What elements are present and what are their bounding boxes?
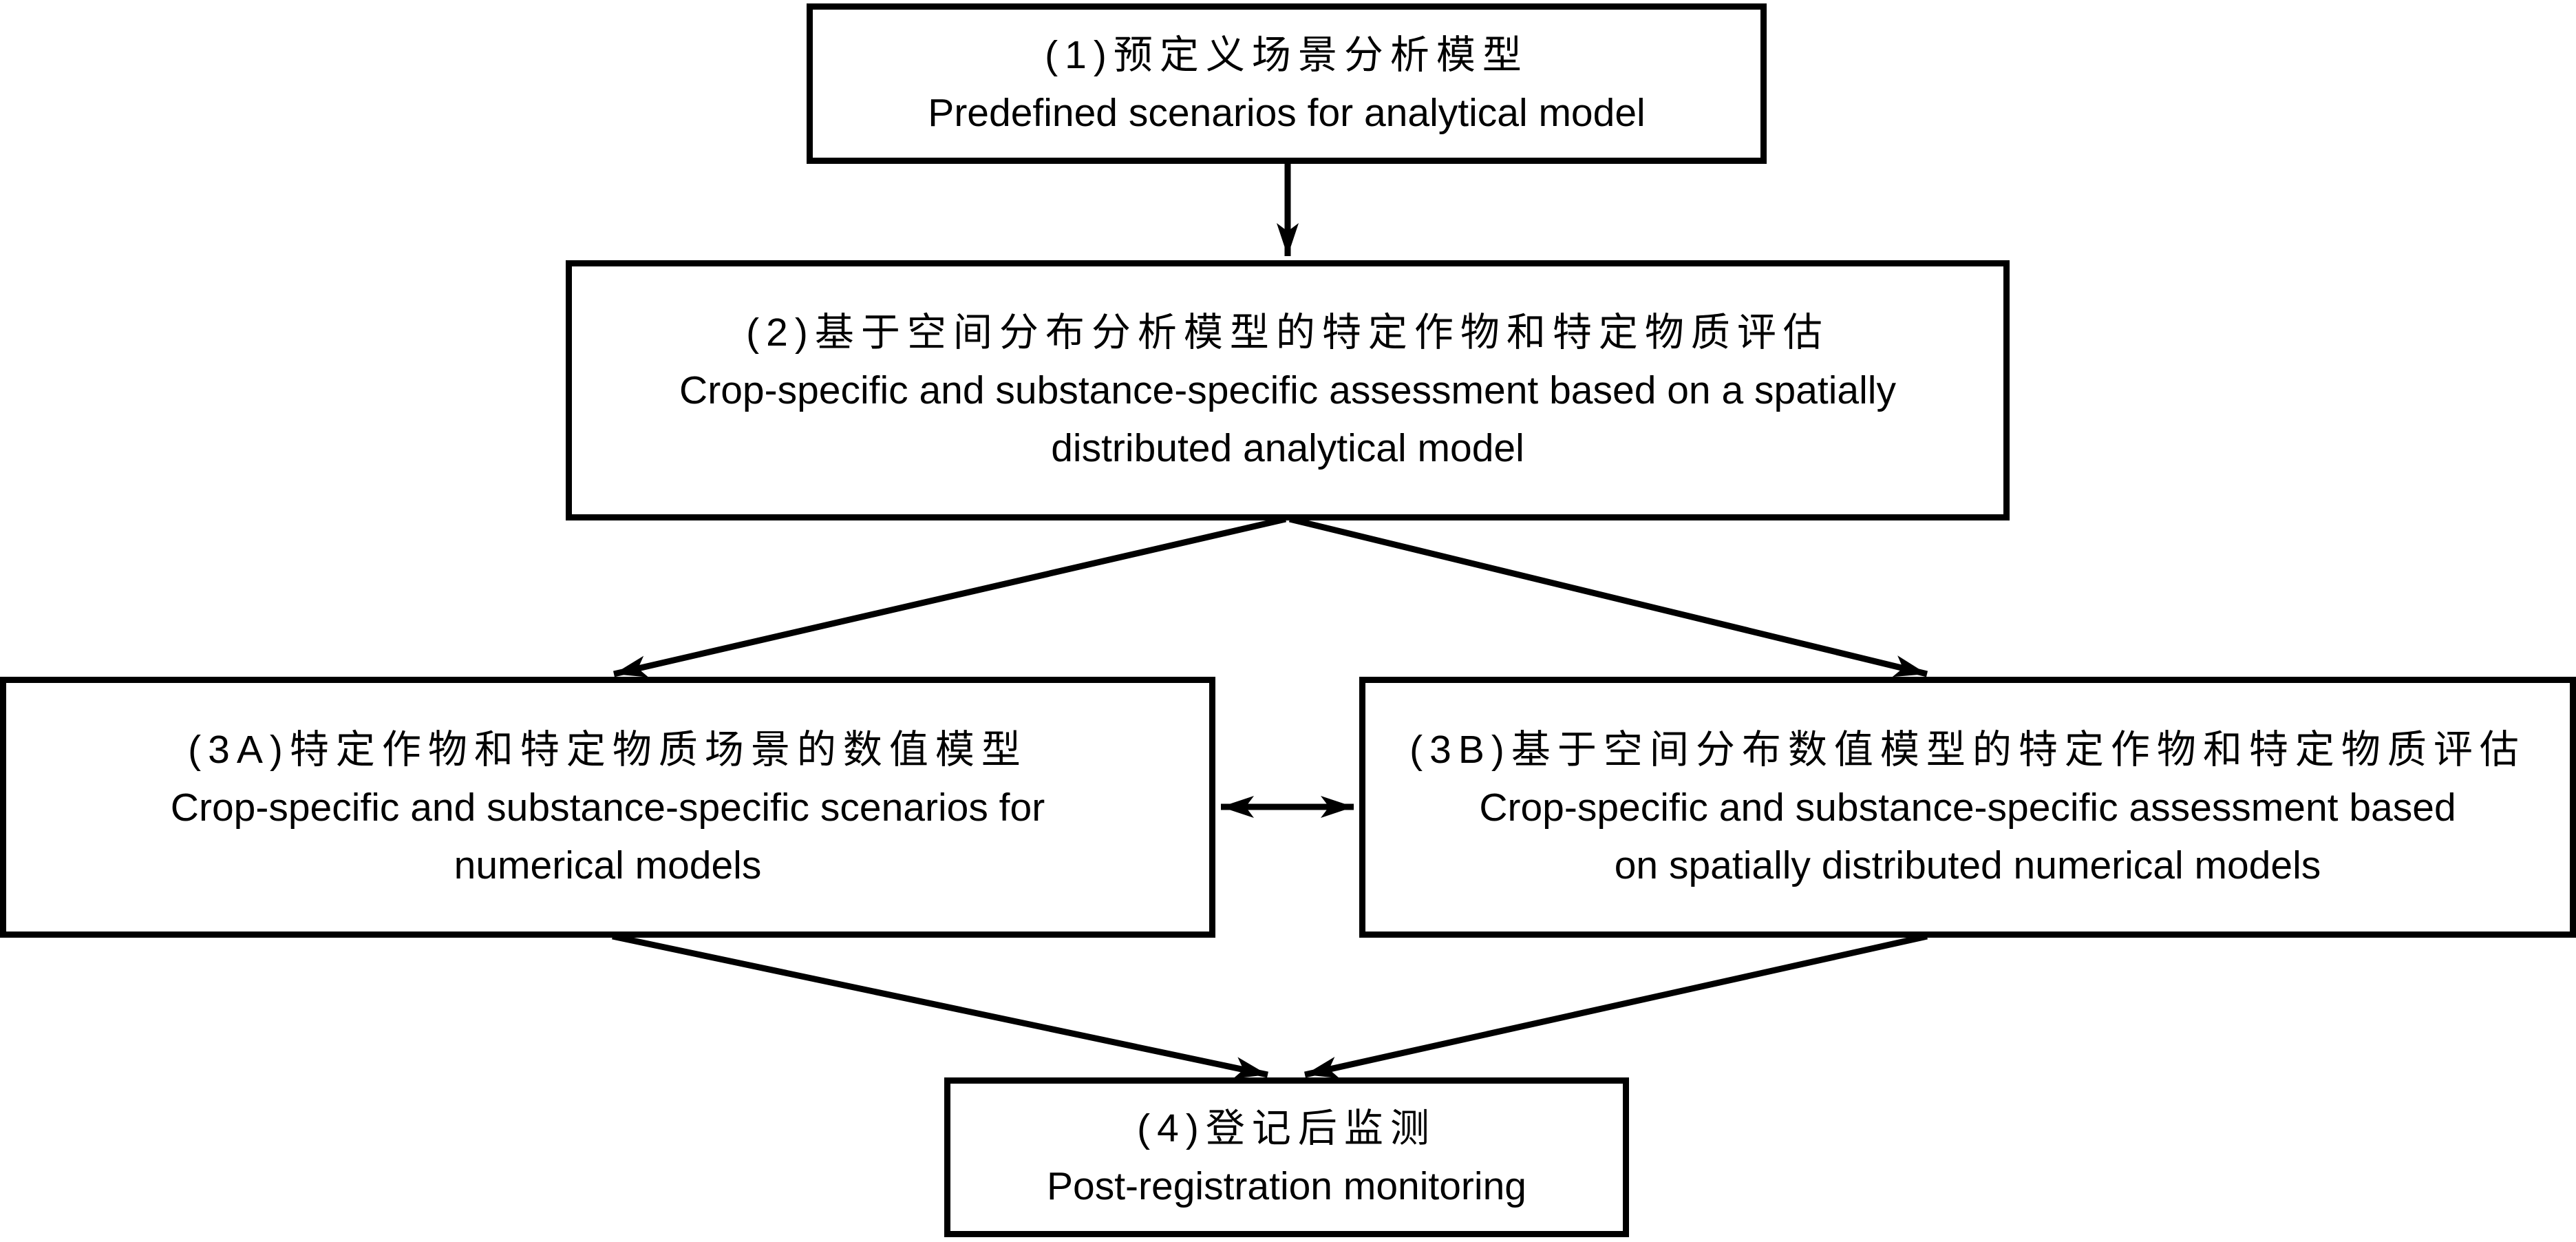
box-post-registration-monitoring: (4)登记后监测 Post-registration monitoring bbox=[944, 1077, 1629, 1237]
box-predefined-scenarios-label-zh: (1)预定义场景分析模型 bbox=[1045, 32, 1529, 77]
box-spatial-analytical-assessment-label-en-2: distributed analytical model bbox=[1051, 426, 1524, 470]
box-spatial-numerical-assessment: (3B)基于空间分布数值模型的特定作物和特定物质评估 Crop-specific… bbox=[1359, 677, 2576, 938]
arrow-box2-to-box3a bbox=[613, 516, 1287, 677]
box-spatial-analytical-assessment-label-en-1: Crop-specific and substance-specific ass… bbox=[679, 368, 1896, 412]
box-numerical-scenarios-label-zh: (3A)特定作物和特定物质场景的数值模型 bbox=[188, 727, 1028, 772]
arrow-box3a-to-box4 bbox=[612, 933, 1268, 1079]
box-numerical-scenarios: (3A)特定作物和特定物质场景的数值模型 Crop-specific and s… bbox=[0, 677, 1215, 938]
box-post-registration-monitoring-label-en: Post-registration monitoring bbox=[1047, 1164, 1526, 1208]
box-numerical-scenarios-label-en-1: Crop-specific and substance-specific sce… bbox=[170, 785, 1045, 830]
box-predefined-scenarios-label-en: Predefined scenarios for analytical mode… bbox=[928, 90, 1646, 135]
box-post-registration-monitoring-label-zh: (4)登记后监测 bbox=[1137, 1106, 1436, 1150]
box-numerical-scenarios-label-en-2: numerical models bbox=[454, 843, 762, 887]
box-spatial-numerical-assessment-label-en-1: Crop-specific and substance-specific ass… bbox=[1479, 785, 2456, 830]
arrow-box3b-to-box4 bbox=[1304, 933, 1928, 1079]
box-spatial-numerical-assessment-label-zh: (3B)基于空间分布数值模型的特定作物和特定物质评估 bbox=[1409, 727, 2526, 772]
box-predefined-scenarios: (1)预定义场景分析模型 Predefined scenarios for an… bbox=[807, 3, 1767, 164]
box-spatial-analytical-assessment-label-zh: (2)基于空间分布分析模型的特定作物和特定物质评估 bbox=[746, 310, 1829, 355]
arrow-box2-to-box3b bbox=[1288, 516, 1928, 677]
box-spatial-numerical-assessment-label-en-2: on spatially distributed numerical model… bbox=[1614, 843, 2321, 887]
box-spatial-analytical-assessment: (2)基于空间分布分析模型的特定作物和特定物质评估 Crop-specific … bbox=[566, 260, 2010, 520]
